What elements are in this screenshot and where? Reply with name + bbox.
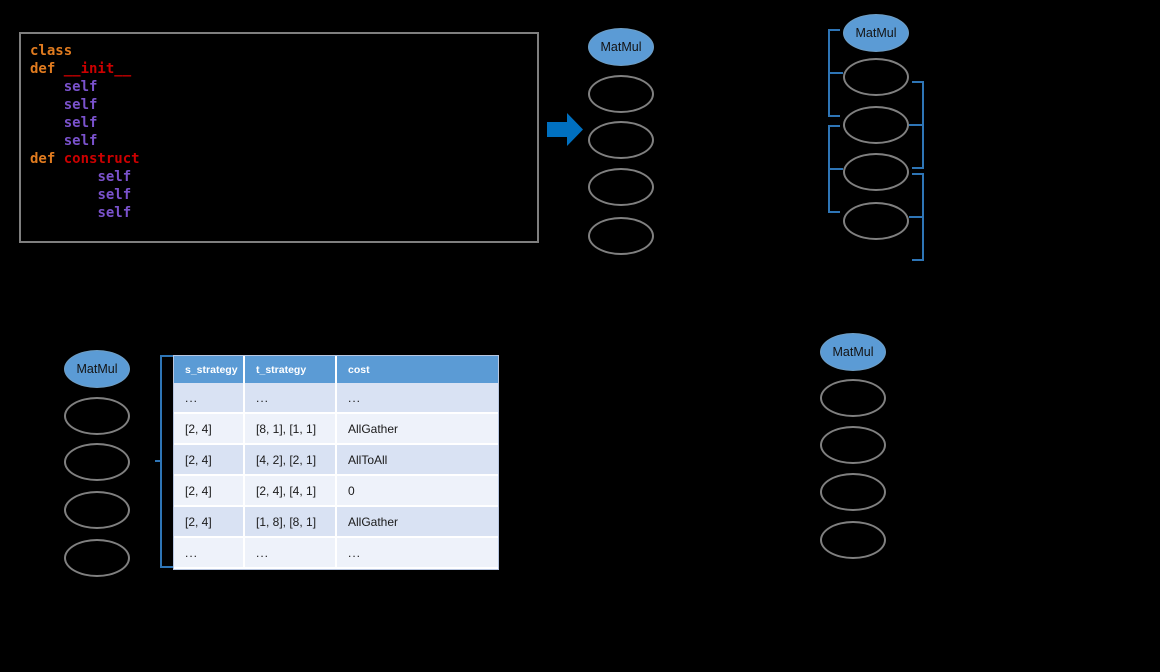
code-line: self — [21, 204, 537, 222]
table-cell: ... — [244, 537, 337, 569]
table-cell: AllGather — [336, 413, 498, 445]
table-cell: ... — [174, 383, 245, 414]
bracket-left-upper — [828, 29, 843, 117]
table-row[interactable]: ......... — [174, 537, 498, 569]
matmul-node-top-center[interactable]: MatMul — [588, 28, 654, 66]
table-header-row: s_strategy t_strategy cost — [174, 356, 498, 383]
code-line: def construct — [21, 150, 537, 168]
code-token: self — [63, 115, 98, 131]
code-token: self — [63, 133, 98, 149]
code-token: construct — [63, 151, 140, 167]
table-cell: [2, 4] — [174, 413, 245, 445]
code-line: self — [21, 114, 537, 132]
strategy-node[interactable] — [820, 521, 886, 559]
code-line: self — [21, 78, 537, 96]
table-cell: 0 — [336, 475, 498, 507]
strategy-node[interactable] — [843, 106, 909, 144]
bracket-right-lower — [909, 173, 924, 261]
bracket-right-upper — [909, 81, 924, 169]
matmul-node-top-right[interactable]: MatMul — [843, 14, 909, 52]
table-row[interactable]: [2, 4][4, 2], [2, 1]AllToAll — [174, 444, 498, 476]
code-token: self — [97, 187, 132, 203]
right-arrow-icon — [547, 113, 583, 146]
table-row[interactable]: [2, 4][1, 8], [8, 1]AllGather — [174, 506, 498, 538]
strategy-node[interactable] — [820, 426, 886, 464]
bracket-left-lower — [828, 125, 843, 213]
table-body: .........[2, 4][8, 1], [1, 1]AllGather[2… — [174, 383, 498, 569]
table-cell: ... — [174, 537, 245, 569]
code-line: def __init__ — [21, 60, 537, 78]
table-cell: AllToAll — [336, 444, 498, 476]
strategy-node[interactable] — [64, 539, 130, 577]
strategy-node[interactable] — [64, 443, 130, 481]
strategy-node[interactable] — [64, 397, 130, 435]
code-line: self — [21, 168, 537, 186]
matmul-node-label: MatMul — [76, 361, 118, 376]
table-row[interactable]: ......... — [174, 383, 498, 414]
strategy-node[interactable] — [588, 121, 654, 159]
code-line: self — [21, 186, 537, 204]
table-cell: AllGather — [336, 506, 498, 538]
matmul-node-bottom-right[interactable]: MatMul — [820, 333, 886, 371]
table-cell: ... — [336, 383, 498, 414]
code-token: self — [63, 79, 98, 95]
table-row[interactable]: [2, 4][8, 1], [1, 1]AllGather — [174, 413, 498, 445]
bracket-table-link — [155, 355, 175, 568]
code-token: class — [30, 43, 73, 59]
code-line: class — [21, 42, 537, 60]
code-token: self — [63, 97, 98, 113]
strategy-node[interactable] — [588, 217, 654, 255]
strategy-node[interactable] — [843, 58, 909, 96]
table-cell: [2, 4] — [174, 506, 245, 538]
table-cell: [2, 4] — [174, 444, 245, 476]
table-cell: [1, 8], [8, 1] — [244, 506, 337, 538]
strategy-node[interactable] — [820, 379, 886, 417]
matmul-node-label: MatMul — [832, 344, 874, 359]
matmul-node-bottom-left[interactable]: MatMul — [64, 350, 130, 388]
code-token: self — [97, 169, 132, 185]
matmul-node-label: MatMul — [855, 25, 897, 40]
code-token: self — [97, 205, 132, 221]
col-header-s-strategy[interactable]: s_strategy — [174, 356, 245, 383]
table-cell: ... — [244, 383, 337, 414]
table-cell: ... — [336, 537, 498, 569]
table-cell: [4, 2], [2, 1] — [244, 444, 337, 476]
strategy-node[interactable] — [843, 202, 909, 240]
table-row[interactable]: [2, 4][2, 4], [4, 1]0 — [174, 475, 498, 507]
strategy-node[interactable] — [843, 153, 909, 191]
table-cell: [2, 4], [4, 1] — [244, 475, 337, 507]
code-token: def — [30, 61, 64, 77]
strategy-node[interactable] — [64, 491, 130, 529]
cost-table: s_strategy t_strategy cost .........[2, … — [174, 356, 498, 569]
strategy-node[interactable] — [588, 75, 654, 113]
matmul-node-label: MatMul — [600, 39, 642, 54]
col-header-t-strategy[interactable]: t_strategy — [244, 356, 337, 383]
code-line: self — [21, 96, 537, 114]
col-header-cost[interactable]: cost — [336, 356, 498, 383]
strategy-node[interactable] — [820, 473, 886, 511]
strategy-node[interactable] — [588, 168, 654, 206]
table-cell: [2, 4] — [174, 475, 245, 507]
code-line: self — [21, 132, 537, 150]
table-cell: [8, 1], [1, 1] — [244, 413, 337, 445]
code-token: __init__ — [63, 61, 132, 77]
code-token: def — [30, 151, 64, 167]
